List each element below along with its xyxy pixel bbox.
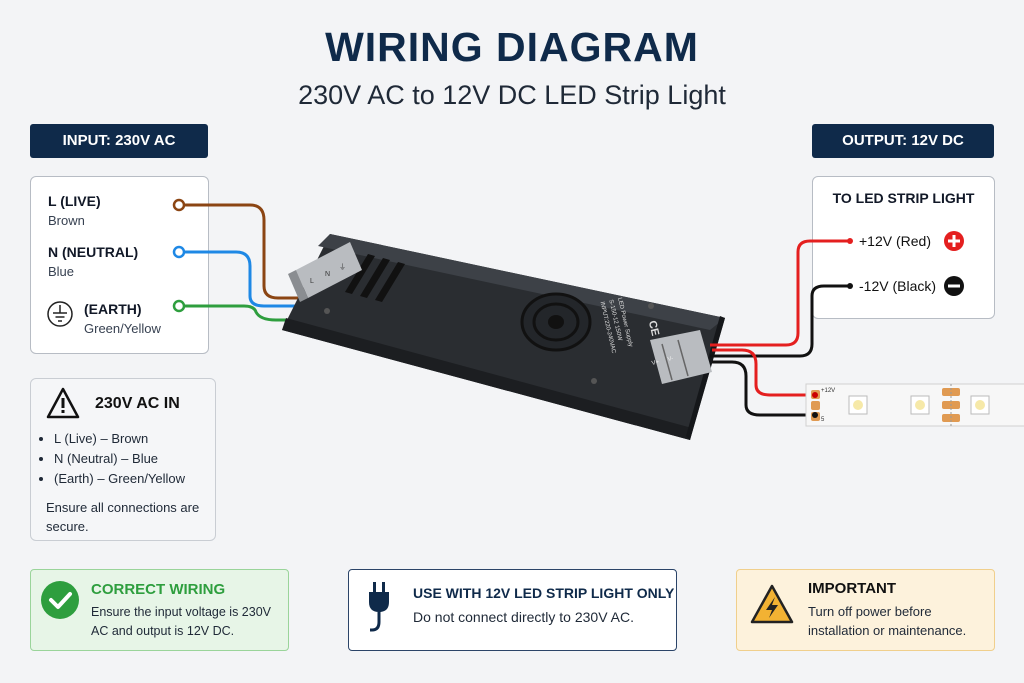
wire-positive-red — [710, 239, 850, 347]
info-item-live: L (Live) – Brown — [54, 431, 206, 446]
terminal-live-label: L (LIVE) — [48, 193, 101, 209]
output-panel — [812, 176, 995, 319]
terminal-earth-dot — [172, 299, 186, 313]
info-panel — [30, 378, 216, 541]
terminal-earth-label: (EARTH) — [84, 301, 142, 317]
led-strip — [805, 383, 1024, 427]
correct-wiring-text: Ensure the input voltage is 230V AC and … — [91, 605, 271, 638]
use-12v-only-box — [348, 569, 677, 651]
terminal-earth-color: Green/Yellow — [84, 321, 161, 336]
psu-output-mark-pos: V+ — [651, 359, 660, 367]
wire-strip-positive-red — [712, 348, 812, 397]
info-panel-list: L (Live) – Brown N (Neutral) – Blue (Ear… — [36, 431, 206, 486]
important-text: Turn off power before installation or ma… — [808, 604, 967, 638]
use-12v-only-title: USE WITH 12V LED STRIP LIGHT ONLY — [413, 585, 675, 601]
output-negative-label: -12V (Black) — [859, 278, 937, 294]
psu-input-mark-N: N — [325, 271, 330, 278]
page-subtitle: 230V AC to 12V DC LED Strip Light — [298, 80, 726, 110]
info-panel-note: Ensure all connections are secure. — [46, 500, 200, 534]
high-voltage-warning-icon — [750, 584, 794, 624]
psu-input-mark-earth: ⏚ — [339, 263, 346, 271]
output-positive-label: +12V (Red) — [859, 233, 931, 249]
terminal-live-color: Brown — [48, 213, 85, 228]
plus-circle-icon — [943, 230, 965, 252]
info-item-neutral: N (Neutral) – Blue — [54, 451, 206, 466]
terminal-neutral-dot — [172, 245, 186, 259]
power-plug-icon — [366, 582, 392, 634]
terminal-live-dot — [172, 198, 186, 212]
correct-wiring-title: CORRECT WIRING — [91, 581, 226, 598]
terminal-neutral-color: Blue — [48, 264, 75, 279]
wire-neutral-blue — [179, 250, 300, 308]
earth-ground-icon — [46, 300, 74, 328]
wire-negative-black — [710, 284, 850, 358]
info-panel-title: 230V AC IN — [95, 395, 180, 412]
use-12v-only-text: Do not connect directly to 230V AC. — [413, 609, 635, 625]
warning-triangle-icon — [46, 387, 80, 419]
led-strip-pad-bottom: 5 — [821, 417, 825, 423]
output-tag: OUTPUT: 12V DC — [812, 124, 994, 158]
check-circle-icon — [40, 580, 80, 620]
page-title: WIRING DIAGRAM — [325, 24, 699, 70]
output-panel-title: TO LED STRIP LIGHT — [832, 190, 975, 206]
wire-live-brown — [179, 203, 300, 300]
psu-output-mark-neg: V- — [667, 356, 674, 363]
power-supply-unit — [282, 234, 725, 440]
important-title: IMPORTANT — [808, 580, 897, 597]
ce-mark: CE — [646, 319, 661, 337]
info-item-earth: (Earth) – Green/Yellow — [54, 471, 206, 486]
wire-strip-negative-black — [712, 360, 812, 417]
terminal-neutral-label: N (NEUTRAL) — [48, 244, 139, 260]
wire-earth-green — [179, 304, 300, 322]
led-strip-pad-label: +12V — [821, 388, 835, 394]
psu-input-mark-L: L — [310, 278, 314, 285]
minus-circle-icon — [943, 275, 965, 297]
input-tag: INPUT: 230V AC — [30, 124, 208, 158]
